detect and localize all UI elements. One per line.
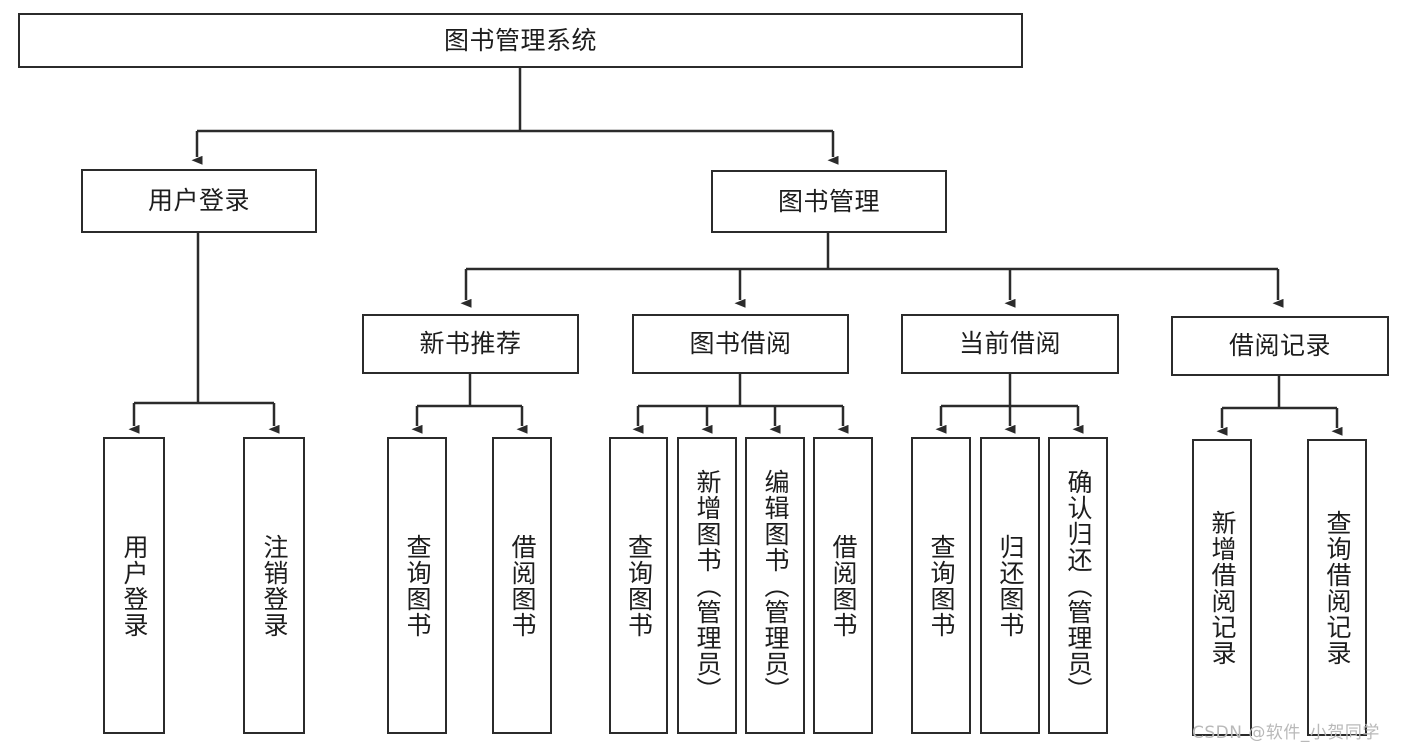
leaf-label: 查询借阅记录	[1323, 509, 1352, 666]
leaf-label: 注销登录	[260, 533, 289, 638]
leaf-records-add-record[interactable]: 新增借阅记录	[1192, 439, 1252, 736]
leaf-label: 新增图书（管理员）	[693, 468, 722, 703]
watermark-text: CSDN @软件_小贺同学	[1192, 723, 1380, 743]
leaf-new-book-borrow[interactable]: 借阅图书	[492, 437, 552, 734]
node-new-book-recommend[interactable]: 新书推荐	[362, 314, 579, 374]
node-borrow-records[interactable]: 借阅记录	[1171, 316, 1389, 376]
node-root[interactable]: 图书管理系统	[18, 13, 1023, 68]
leaf-new-book-query[interactable]: 查询图书	[387, 437, 447, 734]
leaf-label: 新增借阅记录	[1208, 509, 1237, 666]
node-book-borrow[interactable]: 图书借阅	[632, 314, 849, 374]
leaf-label: 用户登录	[120, 533, 149, 638]
leaf-label: 查询图书	[927, 533, 956, 638]
leaf-borrow-edit-book-admin[interactable]: 编辑图书（管理员）	[745, 437, 805, 734]
leaf-label: 编辑图书（管理员）	[761, 468, 790, 703]
leaf-label: 查询图书	[624, 533, 654, 638]
leaf-borrow-add-book-admin[interactable]: 新增图书（管理员）	[677, 437, 737, 734]
node-user-login[interactable]: 用户登录	[81, 169, 317, 233]
leaf-label: 确认归还（管理员）	[1064, 468, 1093, 703]
leaf-user-login-logout[interactable]: 注销登录	[243, 437, 305, 734]
leaf-records-query-record[interactable]: 查询借阅记录	[1307, 439, 1367, 736]
leaf-user-login-login[interactable]: 用户登录	[103, 437, 165, 734]
leaf-current-confirm-return-admin[interactable]: 确认归还（管理员）	[1048, 437, 1108, 734]
leaf-label: 借阅图书	[508, 533, 537, 638]
leaf-borrow-borrow-book[interactable]: 借阅图书	[813, 437, 873, 734]
leaf-label: 借阅图书	[829, 533, 858, 638]
leaf-borrow-query-book[interactable]: 查询图书	[609, 437, 668, 734]
leaf-label: 归还图书	[996, 533, 1025, 638]
node-current-borrow[interactable]: 当前借阅	[901, 314, 1119, 374]
leaf-label: 查询图书	[403, 533, 432, 638]
node-book-management[interactable]: 图书管理	[711, 170, 947, 233]
leaf-current-return-book[interactable]: 归还图书	[980, 437, 1040, 734]
leaf-current-query-book[interactable]: 查询图书	[911, 437, 971, 734]
